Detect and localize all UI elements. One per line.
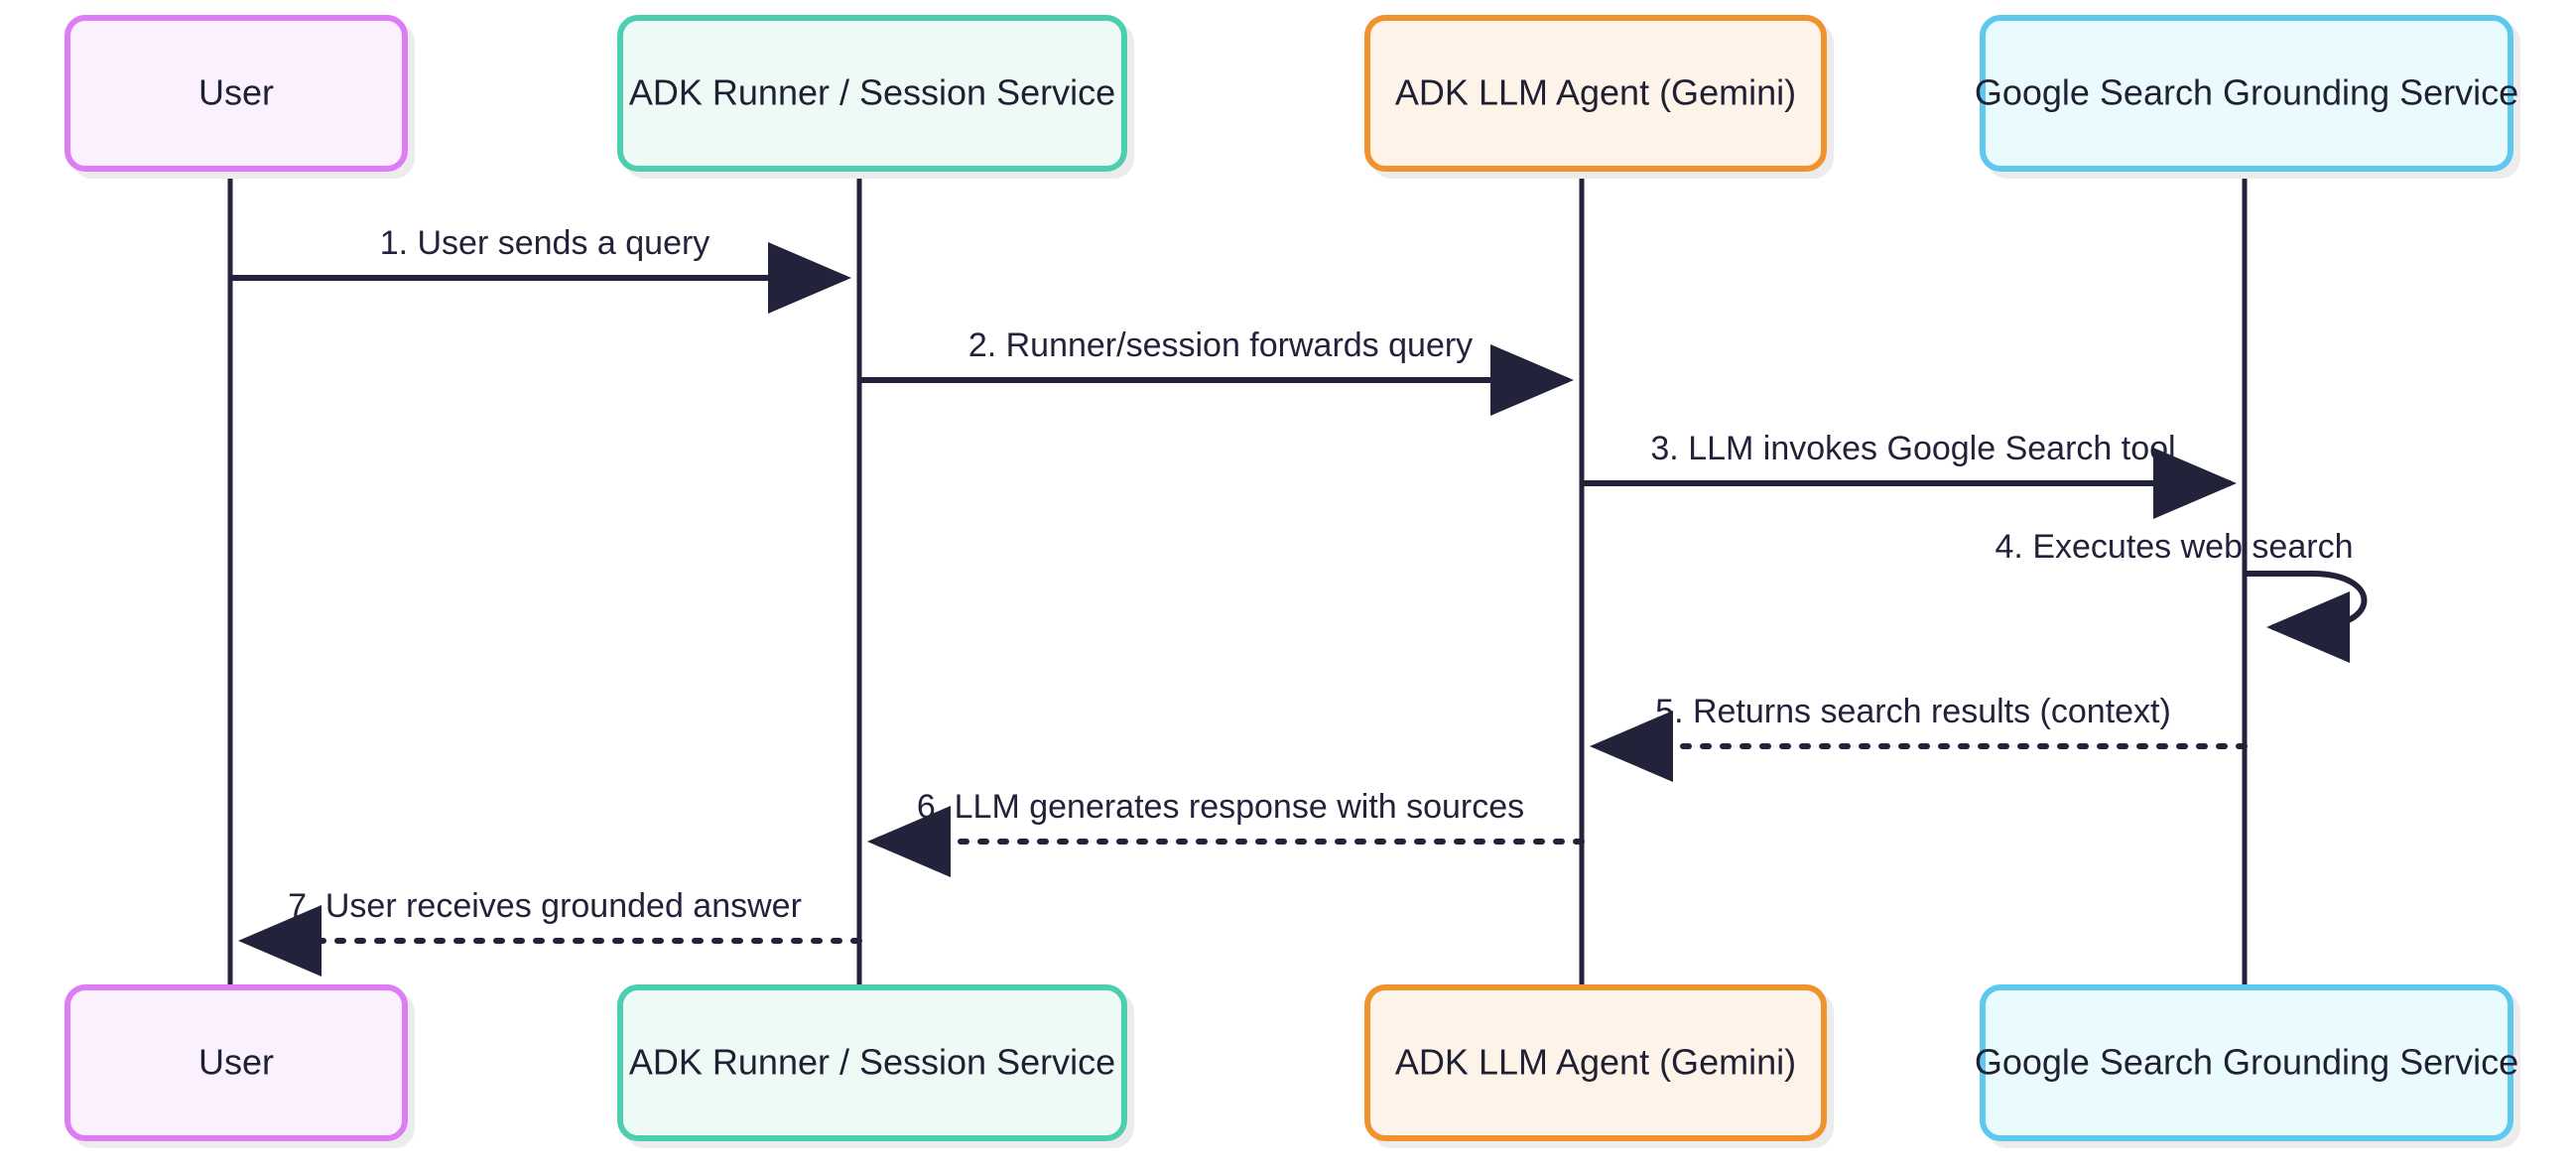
message-7[interactable]: 7. User receives grounded answer bbox=[238, 887, 862, 976]
message-5[interactable]: 5. Returns search results (context) bbox=[1590, 693, 2248, 782]
actor-label-grounding-top: Google Search Grounding Service bbox=[1975, 72, 2518, 113]
actor-box-grounding-top[interactable]: Google Search Grounding Service bbox=[1975, 15, 2518, 172]
actor-rect-runner-top[interactable] bbox=[617, 15, 1127, 172]
message-6-label: 6. LLM generates response with sources bbox=[917, 788, 1524, 826]
message-3[interactable]: 3. LLM invokes Google Search tool bbox=[1582, 430, 2237, 519]
lifelines-group bbox=[227, 169, 2248, 992]
actor-boxes-bottom: User ADK Runner / Session Service ADK LL… bbox=[64, 984, 2518, 1141]
actor-box-agent-bottom[interactable]: ADK LLM Agent (Gemini) bbox=[1364, 984, 1827, 1141]
actor-rect-agent-top[interactable] bbox=[1364, 15, 1827, 172]
message-6[interactable]: 6. LLM generates response with sources bbox=[867, 788, 1585, 877]
actor-rect-user-bottom[interactable] bbox=[64, 984, 408, 1141]
actor-box-user-bottom[interactable]: User bbox=[64, 984, 408, 1141]
message-4-arrow[interactable] bbox=[2245, 571, 2368, 663]
actor-label-user-top: User bbox=[198, 72, 274, 113]
actor-label-agent-top: ADK LLM Agent (Gemini) bbox=[1395, 72, 1796, 113]
message-4-self-loop[interactable]: 4. Executes web search bbox=[1996, 528, 2368, 663]
message-4-label: 4. Executes web search bbox=[1996, 528, 2354, 566]
actor-box-agent-top[interactable]: ADK LLM Agent (Gemini) bbox=[1364, 15, 1827, 172]
message-3-label: 3. LLM invokes Google Search tool bbox=[1650, 430, 2175, 467]
actor-box-grounding-bottom[interactable]: Google Search Grounding Service bbox=[1975, 984, 2518, 1141]
actor-box-runner-bottom[interactable]: ADK Runner / Session Service bbox=[617, 984, 1127, 1141]
actor-box-runner-top[interactable]: ADK Runner / Session Service bbox=[617, 15, 1127, 172]
actor-label-user-bottom: User bbox=[198, 1042, 274, 1083]
actor-boxes-top: User ADK Runner / Session Service ADK LL… bbox=[64, 15, 2518, 172]
message-2-label: 2. Runner/session forwards query bbox=[968, 326, 1473, 364]
actor-box-user-top[interactable]: User bbox=[64, 15, 408, 172]
actor-rect-runner-bottom[interactable] bbox=[617, 984, 1127, 1141]
messages-group: 1. User sends a query 2. Runner/session … bbox=[230, 224, 2368, 976]
actor-label-runner-top: ADK Runner / Session Service bbox=[629, 72, 1115, 113]
message-1[interactable]: 1. User sends a query bbox=[230, 224, 851, 314]
message-1-label: 1. User sends a query bbox=[380, 224, 710, 262]
message-5-label: 5. Returns search results (context) bbox=[1655, 693, 2171, 730]
actor-rect-grounding-bottom[interactable] bbox=[1980, 984, 2513, 1141]
message-2[interactable]: 2. Runner/session forwards query bbox=[859, 326, 1574, 416]
actor-rect-agent-bottom[interactable] bbox=[1364, 984, 1827, 1141]
message-7-label: 7. User receives grounded answer bbox=[288, 887, 802, 925]
actor-label-agent-bottom: ADK LLM Agent (Gemini) bbox=[1395, 1042, 1796, 1083]
actor-label-runner-bottom: ADK Runner / Session Service bbox=[629, 1042, 1115, 1083]
actor-rect-grounding-top[interactable] bbox=[1980, 15, 2513, 172]
actor-rect-user-top[interactable] bbox=[64, 15, 408, 172]
actor-label-grounding-bottom: Google Search Grounding Service bbox=[1975, 1042, 2518, 1083]
